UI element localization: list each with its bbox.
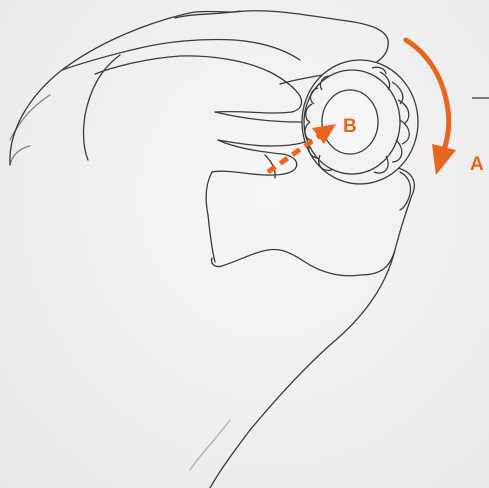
label-b: B [343, 116, 357, 137]
knob-icon [302, 60, 418, 184]
label-a: A [470, 154, 484, 175]
